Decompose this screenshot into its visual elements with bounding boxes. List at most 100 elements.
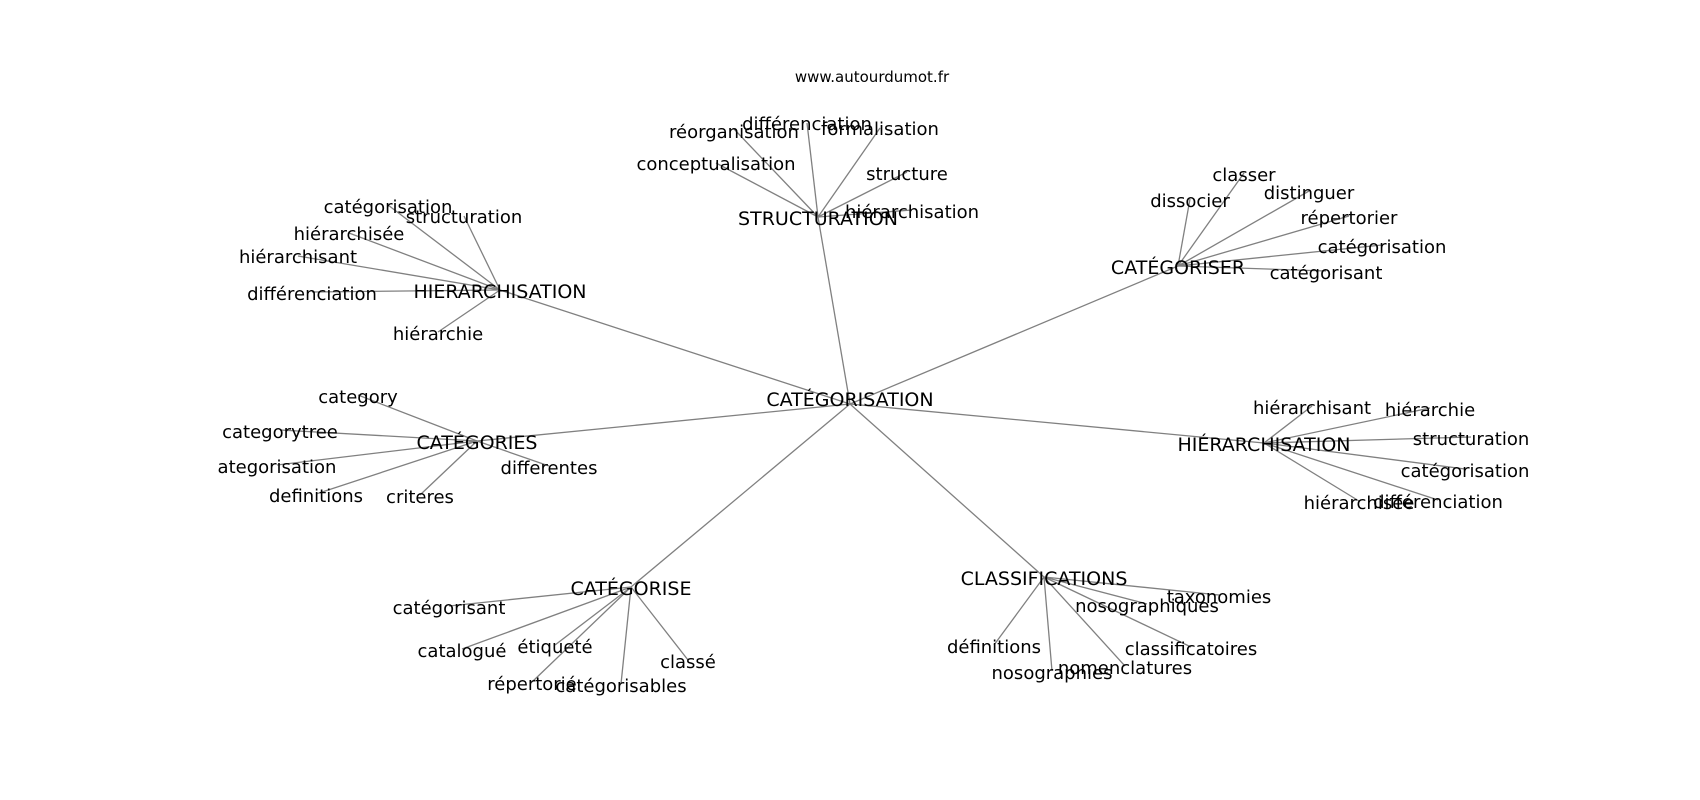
edge-categorise-etiquete [554,586,632,646]
edge-categories-ategorisation [276,440,478,466]
edge-classifications-nomenclatures [1043,576,1126,667]
leaf-node-classificatoires: classificatoires [1125,639,1257,660]
hub-node-hierarchisation: HIÉRARCHISATION [1177,433,1350,456]
leaf-node-structure: structure [866,164,948,185]
edge-classifications-nosographies [1043,576,1053,672]
edge-hierarchisation-structuration [1263,436,1472,444]
leaf-node-categorisant: catégorisant [393,598,506,619]
edge-categoriser-categorisant [1177,265,1327,272]
leaf-node-category: category [318,387,398,408]
labels-layer: www.autourdumot.fr CATÉGORISATION STRUCT… [218,68,1530,697]
edge-center-hierarchisation [849,403,1265,444]
edge-center-structuration [817,216,851,405]
edge-structuration-conceptualisation [715,162,819,218]
leaf-node-hierarchie: hiérarchie [393,324,483,345]
leaf-node-criteres: criteres [386,487,454,508]
leaf-node-taxonomies: taxonomies [1167,587,1272,608]
edge-structuration-differenciation [806,122,819,218]
leaf-node-differenciation: différenciation [247,284,377,305]
edge-hierarchisation-categorisation [387,204,501,291]
leaf-node-hierarchisation: hiérarchisation [845,202,979,223]
edge-hierarchisation-hierarchisee [1263,442,1360,502]
leaf-node-categorisation: catégorisation [1318,237,1447,258]
edge-structuration-structure [817,171,908,218]
edge-categories-criteres [419,440,478,496]
edge-categoriser-repertorier [1177,215,1350,267]
leaf-node-differenciation: différenciation [1373,492,1503,513]
leaf-node-nosographies: nosographies [992,663,1113,684]
edge-categoriser-classer [1177,172,1245,267]
edge-classifications-taxonomies [1043,576,1220,596]
leaf-node-etiquete: étiqueté [517,637,592,658]
edge-center-hierarchisation [499,289,851,405]
edge-categorise-categorisant [448,586,632,607]
edge-center-categorise [630,403,851,588]
hub-node-categoriser: CATÉGORISER [1111,256,1245,279]
leaf-node-nosographiques: nosographiques [1075,596,1219,617]
edge-categoriser-distinguer [1177,190,1310,267]
leaf-node-ategorisation: ategorisation [218,457,337,478]
leaf-node-categorisation: catégorisation [1401,461,1530,482]
edge-hierarchisation-hierarchisant [297,255,501,291]
edge-categories-category [357,394,478,442]
leaf-node-hierarchisant: hiérarchisant [1253,398,1371,419]
edge-classifications-nosographiques [1043,576,1148,605]
edge-center-categoriser [849,265,1179,405]
hub-node-categorise: CATÉGORISE [571,577,692,600]
edge-categories-differentes [476,440,550,467]
edges-layer [276,122,1472,685]
leaf-node-hierarchisee: hiérarchisée [294,224,405,245]
leaf-node-categorytree: categorytree [222,422,338,443]
edge-categorise-repertorie [531,586,632,683]
edge-classifications-definitions [993,576,1045,646]
edge-hierarchisation-hierarchisant [1263,405,1313,444]
hub-node-hierarchisation: HIERARCHISATION [413,281,586,303]
hub-node-classifications: CLASSIFICATIONS [961,568,1128,590]
leaf-node-repertorier: répertorier [1301,208,1399,229]
leaf-node-conceptualisation: conceptualisation [636,154,795,175]
leaf-node-categorisables: catégorisables [555,676,686,697]
leaf-node-hierarchie: hiérarchie [1385,400,1475,421]
leaf-node-categorisation: catégorisation [324,197,453,218]
leaf-node-definitions: definitions [269,486,363,507]
leaf-node-distinguer: distinguer [1264,183,1355,204]
leaf-node-hierarchisant: hiérarchisant [239,247,357,268]
leaf-node-differentes: differentes [501,458,598,479]
leaf-node-structuration: structuration [406,207,523,228]
leaf-node-classe: classé [660,652,716,673]
leaf-node-nomenclatures: nomenclatures [1058,658,1192,679]
leaf-node-categorisant: catégorisant [1270,263,1383,284]
leaf-node-hierarchisee: hiérarchisée [1304,493,1415,514]
edge-structuration-reorganisation [733,128,819,218]
edge-structuration-formalisation [817,127,881,218]
edge-categorise-classe [630,586,689,661]
source-url: www.autourdumot.fr [795,68,950,86]
edge-categories-definitions [315,440,478,495]
edge-hierarchisation-differenciation [311,289,501,293]
edge-hierarchisation-categorisation [1263,442,1466,470]
leaf-node-dissocier: dissocier [1150,191,1230,212]
edge-hierarchisation-structuration [463,215,501,291]
hub-node-structuration: STRUCTURATION [738,208,898,230]
edge-categorise-catalogue [461,586,632,650]
edge-categories-categorytree [279,429,478,442]
center-node: CATÉGORISATION [766,388,933,411]
leaf-node-catalogue: catalogué [418,641,507,662]
leaf-node-repertorie: répertorié [487,674,577,695]
edge-categoriser-categorisation [1177,244,1383,267]
leaf-node-formalisation: formalisation [821,119,939,140]
leaf-node-differenciation: différenciation [742,114,872,135]
edge-structuration-hierarchisation [817,209,913,218]
edge-categoriser-dissocier [1177,198,1191,267]
edge-hierarchisation-hierarchie [1263,407,1431,444]
leaf-node-classer: classer [1212,165,1276,186]
edge-classifications-classificatoires [1043,576,1192,648]
edge-hierarchisation-hierarchie [437,289,501,333]
edge-hierarchisation-hierarchisee [348,232,501,291]
hub-node-categories: CATÉGORIES [417,431,538,454]
edge-center-categories [476,403,851,442]
edge-hierarchisation-differenciation [1263,442,1439,501]
edge-center-classifications [849,403,1045,578]
leaf-node-structuration: structuration [1413,429,1530,450]
